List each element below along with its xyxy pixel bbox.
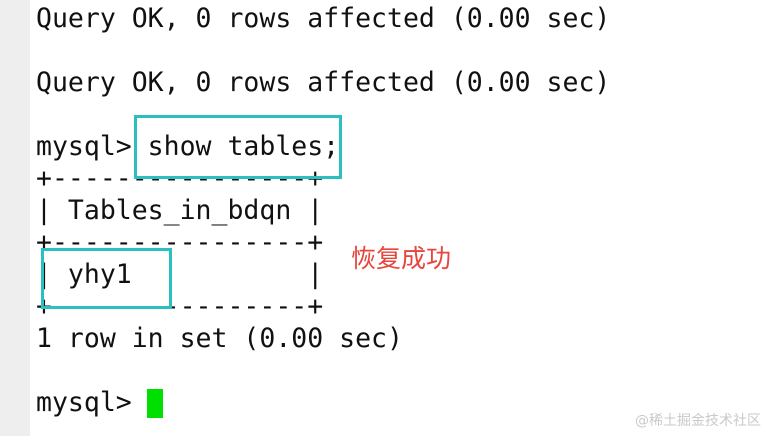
annotation-label: 恢复成功 — [351, 244, 452, 273]
table-header-row: | Tables_in_bdqn | — [36, 195, 324, 226]
command-line-show-tables: mysql> show tables; — [36, 131, 340, 162]
output-line-query-ok-1: Query OK, 0 rows affected (0.00 sec) — [36, 3, 611, 34]
table-border-middle: +----------------+ — [36, 227, 324, 258]
output-line-row-count: 1 row in set (0.00 sec) — [36, 323, 403, 354]
highlight-box-table-row — [41, 248, 172, 309]
prompt-line[interactable]: mysql> — [36, 387, 148, 418]
highlight-box-command — [134, 115, 342, 179]
terminal-gutter — [0, 0, 30, 436]
output-line-query-ok-2: Query OK, 0 rows affected (0.00 sec) — [36, 67, 611, 98]
table-row: | yhy1 | — [36, 259, 324, 290]
watermark: @稀土掘金技术社区 — [635, 413, 761, 429]
terminal-cursor — [147, 389, 163, 418]
